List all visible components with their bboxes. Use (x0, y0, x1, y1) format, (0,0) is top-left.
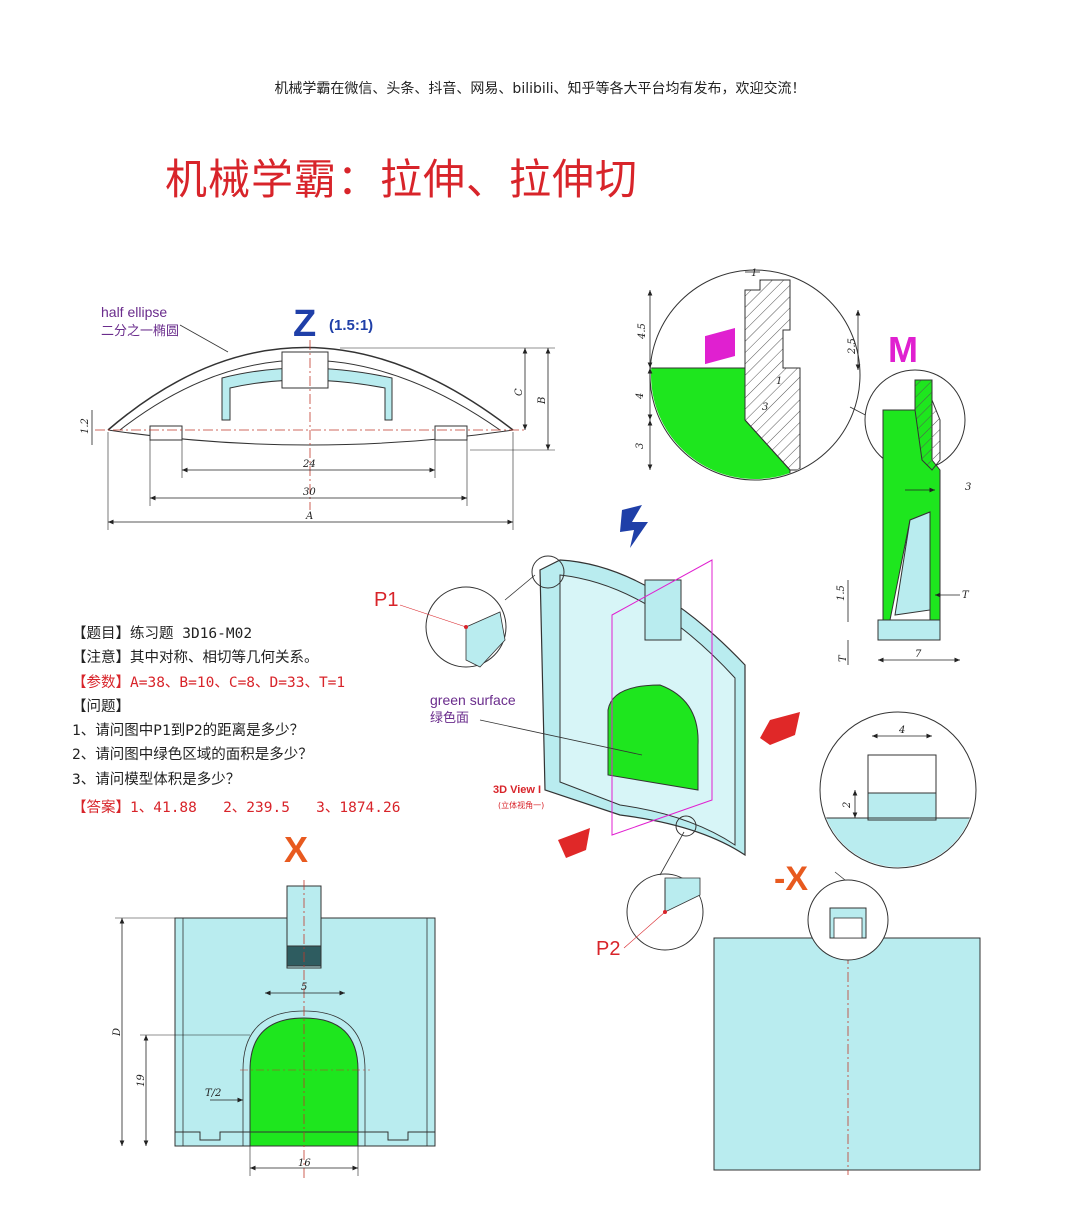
view-m-label: M (888, 329, 918, 370)
answer-text: 1、41.88 2、239.5 3、1874.26 (130, 800, 401, 817)
dim-m-T2: T (838, 654, 849, 662)
p2-label: P2 (596, 938, 620, 960)
note-row: 【注意】其中对称、相切等几何关系。 (72, 646, 400, 670)
green-surface-en: green surface (430, 692, 516, 708)
question-1: 1、请问图中P1到P2的距离是多少？ (72, 723, 305, 740)
dim-z-A: A (305, 511, 313, 522)
dim-2-5: 2.5 (847, 338, 858, 355)
dim-3: 3 (635, 443, 646, 449)
note-text: 其中对称、相切等几何关系。 (130, 650, 319, 667)
view-z-label: Z (293, 303, 316, 345)
question-tag-row: 【问题】 (72, 695, 400, 719)
view-neg-x-label: -X (774, 860, 808, 898)
dim-z-C: C (514, 388, 525, 396)
p2-detail: P2 (596, 831, 704, 960)
view-3d-sub: (立体视角一) (498, 800, 544, 810)
view-3d: M 3D View I (立体视角一) green surface 绿色面 (430, 328, 800, 858)
dim-z-B: B (537, 397, 548, 405)
dim-x-19: 19 (136, 1074, 147, 1087)
note-tag: 【注意】 (72, 650, 130, 667)
dim-4-5: 4.5 (637, 323, 648, 340)
detail-circle-top: 1 4.5 4 3 2.5 1 3 (635, 268, 876, 481)
answer-row: 【答案】1、41.88 2、239.5 3、1874.26 (72, 796, 400, 820)
dim-z-24: 24 (302, 459, 316, 470)
green-surface-cn: 绿色面 (430, 710, 469, 726)
dim-m-7: 7 (915, 649, 922, 660)
dim-x-D: D (112, 1028, 123, 1037)
z-view: 24 30 A C B 1.2 half ellipse 二分之一椭圆 Z (1… (80, 303, 555, 530)
dim-nx-2: 2 (842, 802, 853, 809)
dim-m-1-5: 1.5 (836, 585, 847, 601)
p1-label: P1 (374, 589, 398, 611)
topic-text: 练习题 3D16-M02 (130, 626, 253, 642)
dim-1-mid: 1 (776, 376, 782, 387)
dim-z-1-2: 1.2 (80, 418, 91, 434)
m-view: 3 1.5 T T 7 M (836, 329, 971, 665)
dim-m-T: T (962, 590, 970, 601)
dim-4: 4 (635, 393, 646, 400)
view-3d-m-label: M (709, 531, 726, 553)
dim-x-T2: T/2 (205, 1088, 221, 1099)
view-x-label: X (284, 829, 308, 870)
question-3: 3、请问模型体积是多少？ (72, 771, 241, 788)
answer-tag: 【答案】 (72, 800, 130, 817)
params-text: A=38、B=10、C=8、D=33、T=1 (130, 674, 346, 691)
half-ellipse-cn: 二分之一椭圆 (101, 323, 179, 339)
view-z-scale: (1.5:1) (329, 317, 373, 334)
problem-block: 【题目】练习题 3D16-M02 【注意】其中对称、相切等几何关系。 【参数】A… (72, 622, 400, 820)
x-view: 5 D 19 T/2 16 X (112, 829, 436, 1180)
dim-nx-4: 4 (898, 725, 905, 736)
dim-z-30: 30 (303, 487, 316, 498)
page-title: 机械学霸：拉伸、拉伸切 (165, 155, 639, 204)
question-2: 2、请问图中绿色区域的面积是多少？ (72, 747, 313, 764)
question-tag: 【问题】 (72, 698, 130, 715)
neg-x-view: 4 2 -X (713, 711, 981, 1175)
header-caption: 机械学霸在微信、头条、抖音、网易、bilibili、知乎等各大平台均有发布，欢迎… (274, 81, 806, 97)
dim-m-3: 3 (965, 482, 971, 493)
params-row: 【参数】A=38、B=10、C=8、D=33、T=1 (72, 671, 400, 695)
p1-detail: P1 (374, 574, 536, 668)
params-tag: 【参数】 (72, 674, 130, 691)
view-3d-label: 3D View I (493, 784, 541, 796)
dim-3-mid: 3 (762, 402, 768, 413)
dim-x-16: 16 (298, 1158, 311, 1169)
dim-1-top: 1 (751, 268, 757, 279)
half-ellipse-en: half ellipse (101, 304, 167, 320)
dim-x-5: 5 (301, 982, 307, 993)
topic-tag: 【题目】 (72, 626, 130, 642)
topic-row: 【题目】练习题 3D16-M02 (72, 622, 400, 646)
